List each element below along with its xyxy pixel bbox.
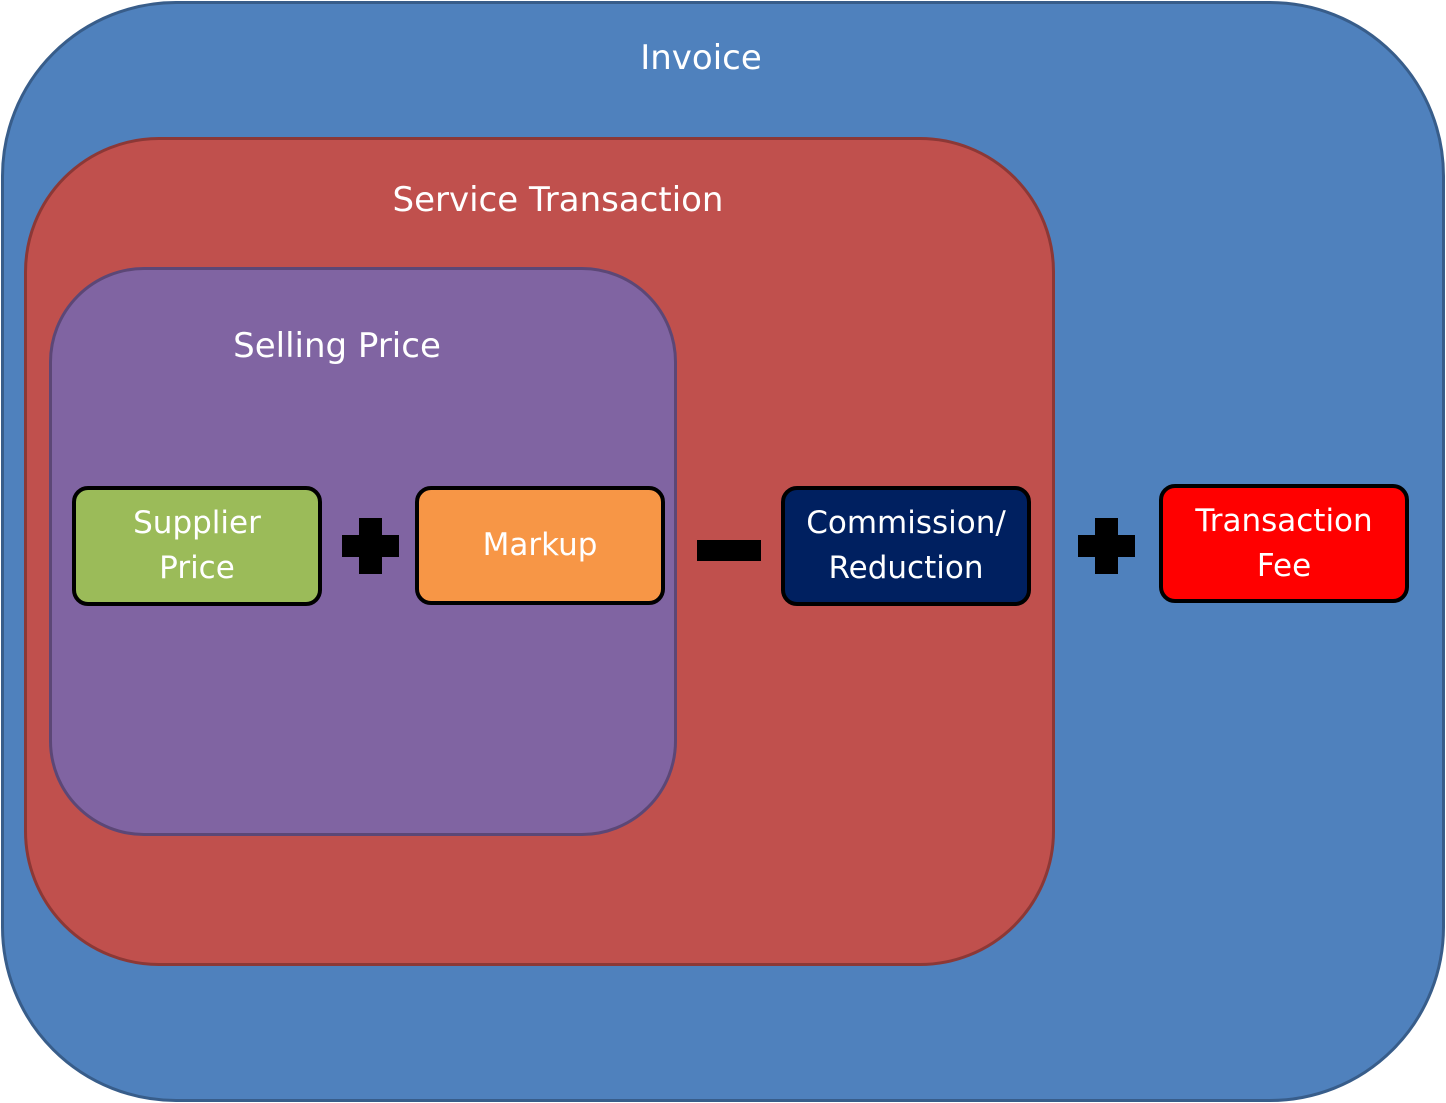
- invoice-title: Invoice: [640, 38, 762, 78]
- service-transaction-title: Service Transaction: [392, 180, 724, 220]
- markup-box: Markup: [415, 486, 665, 605]
- selling-price-title: Selling Price: [233, 326, 441, 366]
- commission-reduction-box: Commission/ Reduction: [781, 486, 1031, 606]
- transaction-fee-box: Transaction Fee: [1159, 484, 1409, 603]
- supplier-price-box: Supplier Price: [72, 486, 322, 606]
